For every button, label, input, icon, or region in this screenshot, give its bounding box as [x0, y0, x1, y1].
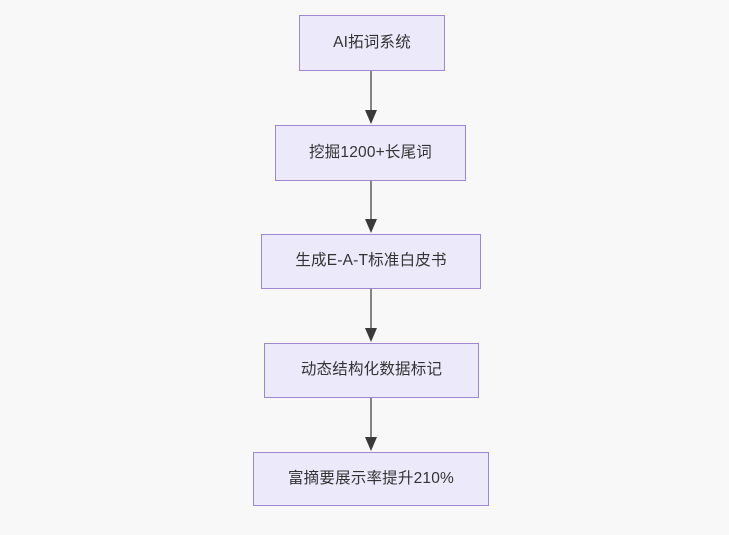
flow-node-label: 挖掘1200+长尾词	[308, 143, 433, 161]
edge-n3-n4	[365, 289, 377, 342]
flow-node-dynamic-structured-data-markup[interactable]: 动态结构化数据标记	[264, 343, 479, 398]
flow-node-rich-snippet-rate-increase[interactable]: 富摘要展示率提升210%	[253, 452, 489, 506]
flow-node-mine-longtail-keywords[interactable]: 挖掘1200+长尾词	[275, 125, 466, 181]
flow-node-label: AI拓词系统	[333, 33, 411, 51]
edge-n2-n3	[365, 181, 377, 233]
flow-node-generate-eat-whitepaper[interactable]: 生成E-A-T标准白皮书	[261, 234, 481, 289]
edge-n4-n5	[365, 398, 377, 451]
flow-node-label: 富摘要展示率提升210%	[287, 469, 455, 487]
flow-node-label: 动态结构化数据标记	[300, 361, 443, 379]
flow-node-ai-keyword-system[interactable]: AI拓词系统	[299, 15, 445, 71]
flow-node-label: 生成E-A-T标准白皮书	[295, 252, 447, 270]
edge-n1-n2	[365, 71, 377, 124]
